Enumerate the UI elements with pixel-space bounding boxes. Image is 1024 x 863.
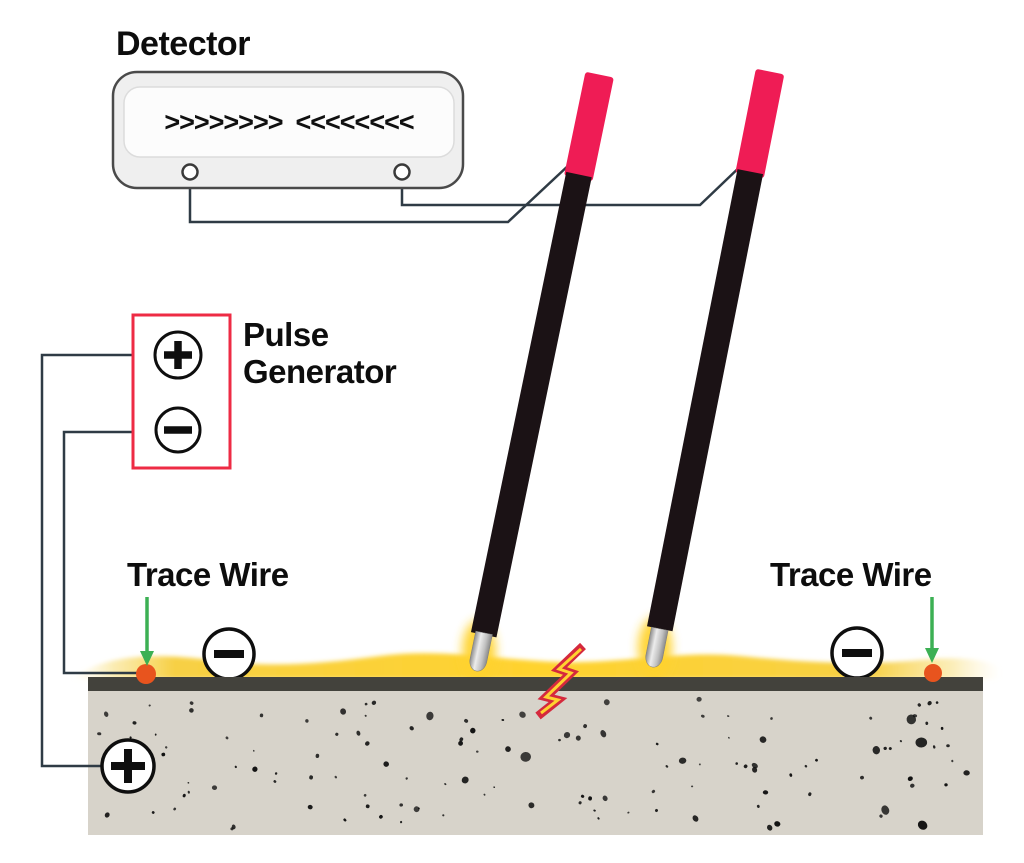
generator-positive-terminal bbox=[153, 330, 203, 380]
lightning-bolt-icon bbox=[535, 642, 586, 720]
generator-wire-positive bbox=[40, 353, 160, 768]
surface-charge-left bbox=[202, 627, 256, 681]
probe-left bbox=[469, 72, 614, 672]
ground-block bbox=[88, 691, 983, 835]
green-down-arrow-icon-left bbox=[140, 597, 154, 666]
surface-charge-right bbox=[830, 626, 884, 680]
detector-screen bbox=[123, 86, 455, 158]
detector-terminal-left bbox=[181, 163, 199, 181]
detector-wire-left-probe bbox=[188, 163, 571, 224]
detector-signal-readout: >>>>>>>> <<<<<<<< bbox=[164, 106, 414, 137]
generator-wire-negative bbox=[62, 430, 158, 675]
probe-handle bbox=[735, 69, 784, 178]
probe-handle bbox=[564, 72, 614, 181]
probe-shaft bbox=[647, 169, 764, 632]
probe-tip bbox=[469, 630, 493, 672]
detector-device bbox=[111, 70, 465, 190]
detector-label: Detector bbox=[116, 25, 250, 63]
trace-wire-dot-right bbox=[924, 664, 942, 682]
trace-wire-dot-left bbox=[136, 664, 156, 684]
trace-wire-label-right: Trace Wire bbox=[770, 556, 932, 593]
probe-tip bbox=[645, 626, 669, 668]
ground-surface-strip bbox=[88, 677, 983, 691]
pulse-generator-label: Pulse Generator bbox=[243, 316, 397, 390]
probe-right bbox=[645, 69, 784, 668]
trace-wire-label-left: Trace Wire bbox=[127, 556, 289, 593]
pulse-generator-device bbox=[131, 313, 232, 470]
ground-speckles bbox=[97, 696, 970, 831]
probe-shaft bbox=[470, 171, 592, 638]
buried-charge-positive bbox=[100, 738, 156, 794]
signal-band bbox=[72, 653, 1000, 679]
generator-negative-terminal bbox=[154, 406, 202, 454]
green-down-arrow-icon-right bbox=[925, 597, 939, 663]
detector-terminal-right bbox=[393, 163, 411, 181]
